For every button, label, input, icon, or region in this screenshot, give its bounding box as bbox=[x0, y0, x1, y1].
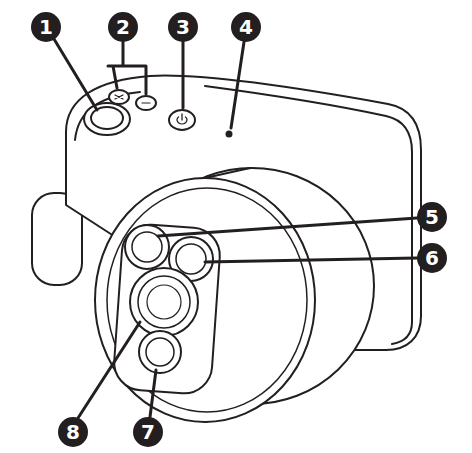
callout-number: 3 bbox=[168, 12, 198, 42]
power-button bbox=[169, 110, 195, 130]
leader-line bbox=[205, 258, 417, 262]
small-button bbox=[109, 90, 129, 104]
callout-number: 4 bbox=[231, 12, 261, 42]
small-button bbox=[136, 96, 156, 110]
shutter-button bbox=[84, 103, 130, 135]
power-icon bbox=[177, 114, 187, 124]
leader-line bbox=[78, 322, 140, 418]
callout-number: 7 bbox=[133, 417, 163, 447]
lens bbox=[176, 244, 206, 274]
main-lens bbox=[138, 276, 190, 328]
leader-line bbox=[150, 370, 156, 417]
button-icon bbox=[142, 102, 150, 103]
lens bbox=[139, 331, 181, 373]
callout-number: 5 bbox=[417, 202, 447, 232]
leader-line bbox=[158, 218, 417, 236]
leader-lines bbox=[54, 39, 417, 418]
lens-front bbox=[95, 178, 315, 422]
lens bbox=[125, 225, 169, 269]
main-lens bbox=[130, 268, 198, 336]
body-edge bbox=[75, 92, 140, 140]
button-icon bbox=[115, 95, 123, 99]
lens-panel bbox=[112, 223, 221, 395]
indicator-hole bbox=[227, 132, 232, 137]
callout-number: 2 bbox=[108, 12, 138, 42]
callout-number: 1 bbox=[31, 12, 61, 42]
main-lens bbox=[147, 285, 181, 319]
leader-line bbox=[231, 42, 244, 128]
lens-ring bbox=[107, 188, 307, 412]
callout-number: 6 bbox=[417, 243, 447, 273]
leader-line bbox=[182, 42, 185, 108]
lens bbox=[146, 338, 174, 366]
leader-line bbox=[54, 39, 97, 110]
leader-line bbox=[108, 42, 146, 94]
callout-number: 8 bbox=[58, 417, 88, 447]
